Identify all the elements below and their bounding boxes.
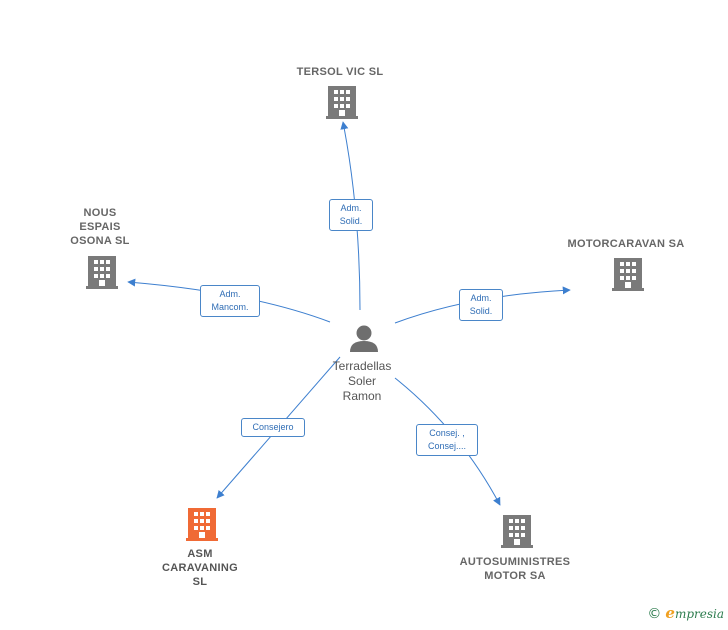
person-icon xyxy=(350,325,378,352)
edge-label-tersol[interactable]: Adm. Solid. xyxy=(329,199,373,231)
edge-label-nous[interactable]: Adm. Mancom. xyxy=(200,285,260,317)
edge-label-motorcaravan[interactable]: Adm. Solid. xyxy=(459,289,503,321)
brand-logo-initial: e xyxy=(665,604,675,622)
edge-label-asm[interactable]: Consejero xyxy=(241,418,305,437)
copyright-icon: © xyxy=(647,606,662,622)
brand-logo-text: mpresia xyxy=(674,607,724,621)
company-label-nous[interactable]: NOUS ESPAIS OSONA SL xyxy=(70,207,130,247)
company-label-asm[interactable]: ASM CARAVANING SL xyxy=(162,548,238,588)
person-label[interactable]: Terradellas Soler Ramon xyxy=(332,359,392,403)
company-label-tersol[interactable]: TERSOL VIC SL xyxy=(296,66,384,78)
edge-label-autosum[interactable]: Consej. , Consej.... xyxy=(416,424,478,456)
company-label-motorcaravan[interactable]: MOTORCARAVAN SA xyxy=(567,238,685,250)
company-label-autosum[interactable]: AUTOSUMINISTRES MOTOR SA xyxy=(459,556,571,582)
brand-footer: ©empresia xyxy=(647,604,724,622)
